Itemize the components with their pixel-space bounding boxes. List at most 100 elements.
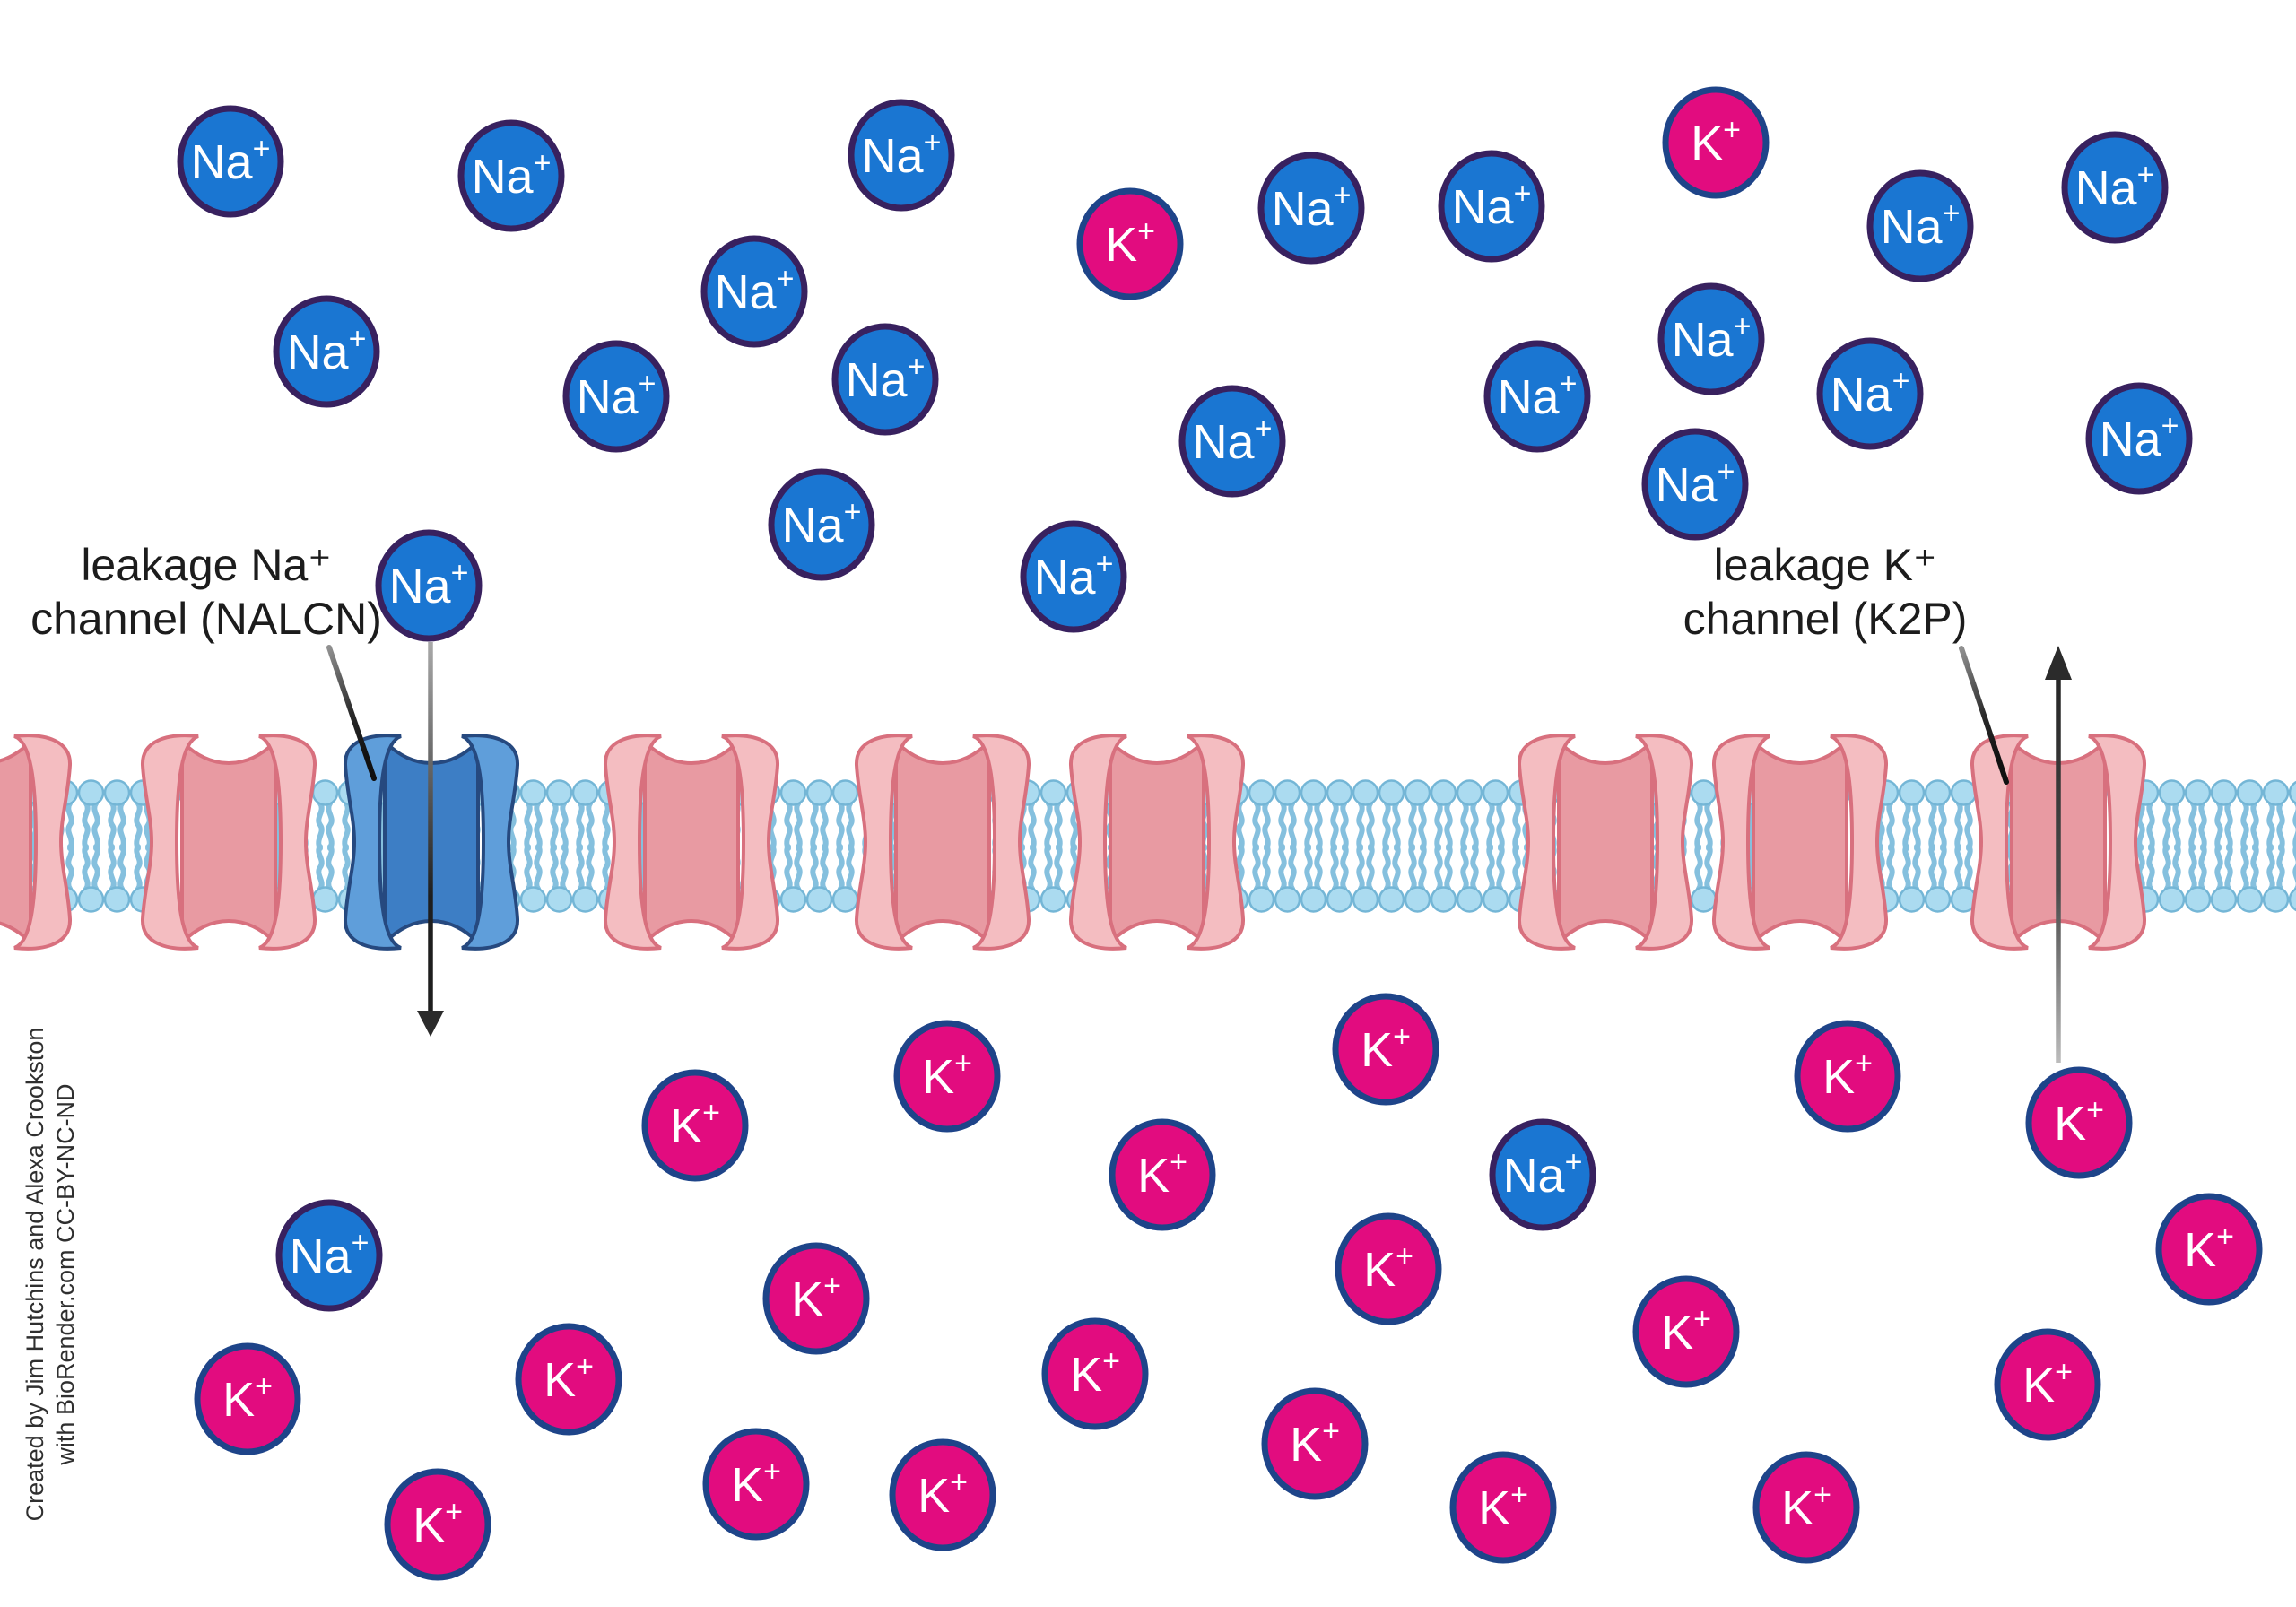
k-ion: K+ (762, 1242, 870, 1355)
k-ion-label: K+ (2022, 1355, 2073, 1412)
na-ion-circle (1657, 282, 1765, 395)
na-ion: Na+ (848, 99, 955, 212)
k2p-channel-label: leakage K⁺ channel (K2P) (1646, 538, 2005, 646)
k-ion: K+ (515, 1323, 622, 1436)
na-ion: Na+ (273, 295, 380, 408)
na-ion-label: Na+ (389, 556, 469, 613)
na-ion: Na+ (2085, 382, 2193, 495)
k-ion-label: K+ (1363, 1239, 1413, 1297)
na-ion-label: Na+ (782, 495, 862, 552)
nalcn-channel-label: leakage Na⁺ channel (NALCN) (27, 538, 386, 646)
k-ion: K+ (702, 1428, 810, 1541)
na-ion-circle (1483, 340, 1591, 453)
k-ion-label: K+ (2184, 1220, 2234, 1277)
protein-channel (604, 735, 778, 949)
protein-channel (856, 735, 1030, 949)
na-ion-circle (831, 323, 939, 436)
na-ion: Na+ (375, 529, 483, 642)
k-efflux-arrowhead-icon (2045, 646, 2072, 680)
k-ion-circle (1994, 1328, 2101, 1441)
k-ion-circle (889, 1438, 996, 1551)
na-ion-label: Na+ (290, 1226, 370, 1283)
k-ion: K+ (1632, 1275, 1740, 1388)
k-ion: K+ (1752, 1451, 1860, 1564)
k-ion-circle (384, 1468, 491, 1581)
k-ion-label: K+ (1781, 1478, 1831, 1535)
na-ion-circle (375, 529, 483, 642)
na-ion-label: Na+ (1272, 178, 1352, 236)
na-ion-label: Na+ (2100, 409, 2179, 466)
k-ion: K+ (2155, 1193, 2263, 1306)
na-ion: Na+ (457, 119, 565, 232)
protein-channel (1070, 735, 1244, 949)
na-ion: Na+ (275, 1199, 383, 1312)
na-ion: Na+ (2061, 131, 2169, 244)
na-ion-circle (1178, 385, 1286, 498)
k-ion-label: K+ (791, 1269, 841, 1326)
na-ion: Na+ (1866, 169, 1974, 282)
na-ion: Na+ (1816, 337, 1924, 450)
na-ion: Na+ (562, 340, 670, 453)
na-ion-label: Na+ (1672, 309, 1752, 367)
k-ion-label: K+ (413, 1495, 463, 1552)
k-ion: K+ (893, 1020, 1001, 1133)
na-ion-circle (1866, 169, 1974, 282)
k-ion-circle (1335, 1212, 1442, 1325)
k-ion-circle (2025, 1066, 2133, 1179)
na-ion: Na+ (1489, 1118, 1596, 1231)
na-ion: Na+ (1178, 385, 1286, 498)
k-ion-label: K+ (1691, 113, 1741, 170)
k-ion: K+ (1261, 1387, 1369, 1500)
k-ion-circle (1794, 1020, 1901, 1133)
k-ion-circle (1662, 86, 1770, 199)
k-ion: K+ (641, 1069, 749, 1182)
k-ion-circle (1332, 993, 1439, 1106)
na-ion-circle (2085, 382, 2193, 495)
na-ion-circle (273, 295, 380, 408)
k-ion-circle (1261, 1387, 1369, 1500)
na-ion: Na+ (768, 468, 875, 581)
k-ion-circle (641, 1069, 749, 1182)
k-ion-circle (194, 1342, 301, 1455)
k-ion-circle (1041, 1317, 1149, 1430)
na-ion-circle (1438, 150, 1545, 263)
nalcn-label-line1: leakage Na⁺ (81, 540, 332, 590)
na-ion-label: Na+ (1034, 547, 1114, 604)
na-ion-circle (1489, 1118, 1596, 1231)
na-ion-label: Na+ (1831, 364, 1910, 421)
ions: Na+ Na+ Na+ Na+ Na+ Na+ Na+ Na+ Na+ Na+ Na+ Na+ Na+ N… (177, 86, 2263, 1581)
k-ion-circle (1109, 1118, 1216, 1231)
k-ion-label: K+ (918, 1465, 968, 1523)
k-ion: K+ (1662, 86, 1770, 199)
na-ion-circle (177, 105, 284, 218)
na-ion: Na+ (1438, 150, 1545, 263)
k2p-label-pointer-line (1959, 646, 2009, 785)
protein-channel (0, 735, 71, 949)
na-ion-label: Na+ (846, 350, 926, 407)
na-ion-label: Na+ (1193, 412, 1273, 469)
na-ion-circle (457, 119, 565, 232)
nalcn-label-line2: channel (NALCN) (30, 594, 382, 644)
k-ion-circle (893, 1020, 1001, 1133)
k-ion-label: K+ (670, 1096, 720, 1153)
na-ion-label: Na+ (715, 262, 795, 319)
k-ion-circle (1076, 187, 1184, 300)
k-ion-circle (515, 1323, 622, 1436)
na-ion-circle (768, 468, 875, 581)
attribution-line2: with BioRender.com CC-BY-NC-ND (52, 1083, 79, 1465)
attribution-line1: Created by Jim Hutchins and Alexa Crooks… (22, 1027, 48, 1522)
na-ion-label: Na+ (2075, 158, 2155, 215)
na-ion-circle (275, 1199, 383, 1312)
protein-channel (142, 735, 316, 949)
na-influx-arrowhead-icon (417, 1011, 444, 1037)
k-ion-label: K+ (544, 1350, 594, 1407)
k-ion: K+ (1109, 1118, 1216, 1231)
attribution-text: Created by Jim Hutchins and Alexa Crooks… (20, 965, 81, 1584)
k-ion: K+ (1041, 1317, 1149, 1430)
k-ion-label: K+ (1478, 1478, 1528, 1535)
flow-arrows (326, 642, 2072, 1063)
na-ion: Na+ (1257, 152, 1365, 265)
na-ion-label: Na+ (472, 146, 552, 204)
k-ion: K+ (1794, 1020, 1901, 1133)
